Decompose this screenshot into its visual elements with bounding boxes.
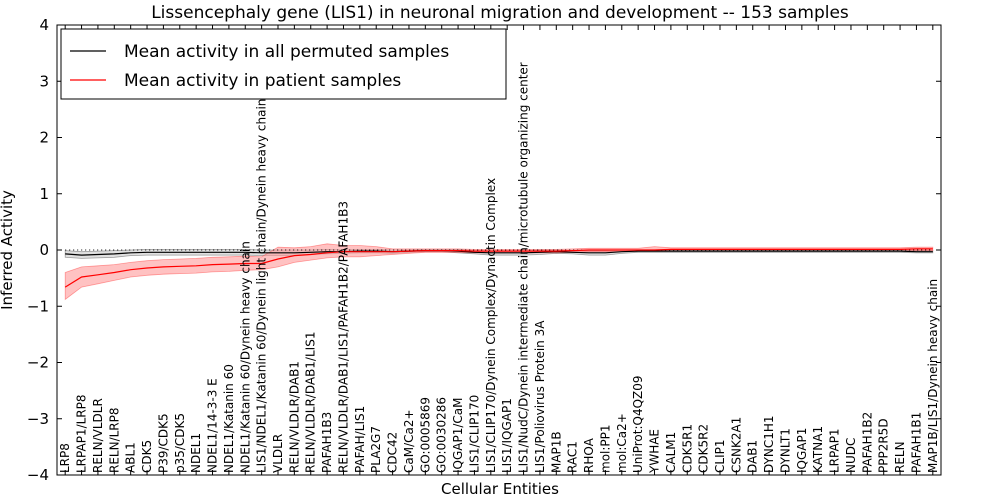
x-tick-label: p35/CDK5 bbox=[173, 413, 187, 473]
line-mean-activity-in-all-permuted-samples bbox=[65, 250, 933, 256]
x-tick-label: LRP8 bbox=[58, 443, 72, 473]
y-tick-label: −3 bbox=[27, 410, 49, 428]
y-tick-label: 3 bbox=[39, 72, 49, 90]
y-tick-label: 2 bbox=[39, 129, 49, 147]
x-tick-label: PPP2R5D bbox=[877, 418, 891, 473]
x-tick-label: YWHAE bbox=[648, 429, 662, 474]
x-tick-label: DYNLT1 bbox=[779, 428, 793, 473]
y-tick-label: −2 bbox=[27, 354, 49, 372]
x-tick-label: LIS1/IQGAP1 bbox=[500, 398, 514, 473]
x-tick-label: LIS1/CLIP170 bbox=[467, 395, 481, 473]
x-tick-label: LRPAP1/LRP8 bbox=[75, 394, 89, 473]
x-tick-label: NUDC bbox=[844, 438, 858, 473]
x-tick-label: LIS1/Poliovirus Protein 3A bbox=[533, 320, 547, 473]
x-tick-label: RELN bbox=[893, 441, 907, 473]
x-axis-label: Cellular Entities bbox=[441, 480, 559, 498]
x-tick-label: NDEL1/Katanin 60/Dynein heavy chain bbox=[238, 241, 252, 473]
x-tick-label: RELN/LRP8 bbox=[107, 407, 121, 473]
legend-label: Mean activity in all permuted samples bbox=[124, 42, 449, 62]
y-tick-label: 0 bbox=[39, 241, 49, 259]
x-tick-label: RAC1 bbox=[566, 441, 580, 473]
x-tick-label: CDK5R2 bbox=[697, 424, 711, 473]
legend: Mean activity in all permuted samplesMea… bbox=[60, 28, 507, 100]
y-tick-label: −1 bbox=[27, 297, 49, 315]
x-tick-label: LRPAP1 bbox=[828, 428, 842, 473]
y-tick-label: 1 bbox=[39, 185, 49, 203]
x-tick-label: PAFAH/LIS1 bbox=[353, 406, 367, 473]
x-tick-label: PAFAH1B3 bbox=[320, 412, 334, 473]
x-tick-label: IQGAP1/CaM bbox=[451, 398, 465, 474]
x-tick-label: CDK5 bbox=[140, 440, 154, 473]
x-tick-label: mol:PP1 bbox=[598, 424, 612, 473]
x-tick-label: P39/CDK5 bbox=[156, 413, 170, 473]
x-tick-label: KATNA1 bbox=[811, 426, 825, 473]
x-tick-label: CLIP1 bbox=[713, 440, 727, 473]
x-tick-label: LIS1/CLIP170/Dynein Complex/Dynactin Com… bbox=[484, 178, 498, 473]
x-tick-label: IQGAP1 bbox=[795, 428, 809, 473]
x-tick-label: RELN/VLDLR bbox=[91, 398, 105, 473]
x-tick-label: CDC42 bbox=[386, 432, 400, 473]
x-tick-label: GO:0005869 bbox=[418, 397, 432, 473]
x-tick-label: RELN/VLDLR/DAB1/LIS1 bbox=[304, 332, 318, 473]
y-axis: −4 −3 −2 −1 0 1 2 3 4 bbox=[27, 16, 941, 484]
x-tick-label: mol:Ca2+ bbox=[615, 413, 629, 473]
x-tick-label: VLDLR bbox=[271, 434, 285, 473]
x-tick-label: CSNK2A1 bbox=[729, 417, 743, 473]
x-tick-label: CALM1 bbox=[664, 432, 678, 473]
legend-box bbox=[60, 28, 507, 100]
x-tick-label: RHOA bbox=[582, 437, 596, 473]
x-tick-label: LIS1/NDEL1/Katanin 60/Dynein light chain… bbox=[255, 99, 269, 473]
series-lines bbox=[64, 248, 933, 288]
x-tick-label: GO:0030286 bbox=[435, 397, 449, 473]
line-mean-activity-in-patient-samples bbox=[64, 248, 933, 288]
chart-title: Lissencephaly gene (LIS1) in neuronal mi… bbox=[151, 3, 849, 23]
x-tick-label: NDEL1/14-3-3 E bbox=[206, 378, 220, 473]
x-tick-label: UniProt:Q4QZ09 bbox=[631, 375, 645, 473]
x-tick-label: RELN/VLDLR/DAB1/LIS1/PAFAH1B2/PAFAH1B3 bbox=[337, 201, 351, 473]
x-tick-label: ABL1 bbox=[124, 442, 138, 473]
x-tick-label: PAFAH1B2 bbox=[860, 412, 874, 473]
x-tick-label: RELN/VLDLR/DAB1 bbox=[287, 361, 301, 473]
legend-label: Mean activity in patient samples bbox=[124, 71, 401, 91]
x-tick-label: DYNC1H1 bbox=[762, 415, 776, 473]
x-tick-label: LIS1/NudC/Dynein intermediate chain/micr… bbox=[517, 62, 531, 473]
x-tick-label: NDEL1 bbox=[189, 433, 203, 473]
x-tick-label: CaM/Ca2+ bbox=[402, 409, 416, 473]
x-tick-label: DAB1 bbox=[746, 440, 760, 473]
x-tick-label: PAFAH1B1 bbox=[909, 412, 923, 473]
x-tick-label: MAP1B/LIS1/Dynein heavy chain bbox=[926, 279, 940, 473]
x-tick-label: NDEL1/Katanin 60 bbox=[222, 364, 236, 473]
y-axis-label: Inferred Activity bbox=[0, 190, 16, 310]
x-tick-label: PLA2G7 bbox=[369, 426, 383, 473]
y-tick-label: 4 bbox=[39, 16, 49, 34]
x-tick-label: MAP1B bbox=[549, 431, 563, 473]
x-tick-label: CDK5R1 bbox=[680, 424, 694, 473]
y-tick-label: −4 bbox=[27, 466, 49, 484]
